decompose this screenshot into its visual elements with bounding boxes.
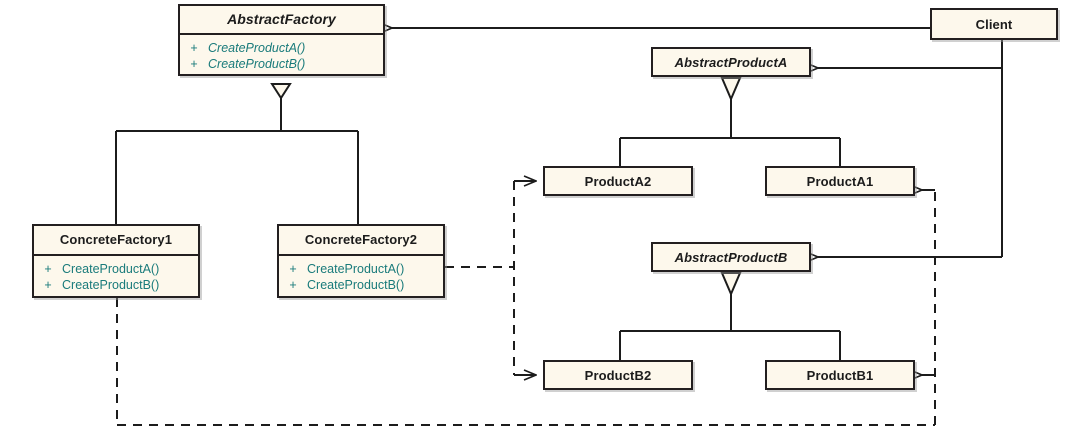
member-row: + CreateProductA() — [180, 40, 383, 56]
class-box-product-a1[interactable]: ProductA1 — [765, 166, 915, 196]
member-name: CreateProductA() — [307, 262, 405, 276]
class-name-concrete-factory-1: ConcreteFactory1 — [59, 232, 173, 247]
class-box-product-a2[interactable]: ProductA2 — [543, 166, 693, 196]
member-name: CreateProductA() — [62, 262, 160, 276]
class-name-product-b1: ProductB1 — [806, 368, 874, 383]
member-row: + CreateProductA() — [34, 261, 198, 277]
member-name: CreateProductB() — [208, 57, 306, 71]
class-box-product-b2[interactable]: ProductB2 — [543, 360, 693, 390]
class-box-concrete-factory-2[interactable]: ConcreteFactory2 + CreateProductA() + Cr… — [277, 224, 445, 298]
class-box-abstract-product-b[interactable]: AbstractProductB — [651, 242, 811, 272]
class-box-concrete-factory-1[interactable]: ConcreteFactory1 + CreateProductA() + Cr… — [32, 224, 200, 298]
member-visibility: + — [190, 57, 198, 71]
member-visibility: + — [190, 41, 198, 55]
class-members-concrete-factory-2: + CreateProductA() + CreateProductB() — [279, 256, 443, 297]
member-row: + CreateProductA() — [279, 261, 443, 277]
member-name: CreateProductA() — [208, 41, 306, 55]
member-visibility: + — [44, 278, 52, 292]
class-members-concrete-factory-1: + CreateProductA() + CreateProductB() — [34, 256, 198, 297]
edge-generalization-abstractfactory — [115, 83, 359, 224]
class-name-product-a1: ProductA1 — [806, 174, 874, 189]
class-divider — [34, 254, 198, 256]
class-box-client[interactable]: Client — [930, 8, 1058, 40]
class-name-product-b2: ProductB2 — [584, 368, 652, 383]
member-row: + CreateProductB() — [279, 277, 443, 293]
class-box-product-b1[interactable]: ProductB1 — [765, 360, 915, 390]
class-name-concrete-factory-2: ConcreteFactory2 — [304, 232, 418, 247]
member-row: + CreateProductB() — [34, 277, 198, 293]
member-name: CreateProductB() — [307, 278, 405, 292]
edge-generalization-abstractproductb — [619, 272, 841, 360]
edge-dependency-concretefactory2 — [445, 181, 536, 375]
member-visibility: + — [44, 262, 52, 276]
member-visibility: + — [289, 262, 297, 276]
member-visibility: + — [289, 278, 297, 292]
class-name-client: Client — [975, 17, 1013, 32]
class-divider — [180, 33, 383, 35]
class-box-abstract-factory[interactable]: AbstractFactory + CreateProductA() + Cre… — [178, 4, 385, 76]
member-name: CreateProductB() — [62, 278, 160, 292]
class-name-abstract-product-b: AbstractProductB — [674, 250, 788, 265]
class-box-abstract-product-a[interactable]: AbstractProductA — [651, 47, 811, 77]
class-members-abstract-factory: + CreateProductA() + CreateProductB() — [180, 35, 383, 76]
class-divider — [279, 254, 443, 256]
member-row: + CreateProductB() — [180, 56, 383, 72]
class-name-product-a2: ProductA2 — [584, 174, 652, 189]
class-name-abstract-product-a: AbstractProductA — [674, 55, 788, 70]
class-name-abstract-factory: AbstractFactory — [227, 11, 336, 27]
edge-generalization-abstractproducta — [619, 77, 841, 166]
